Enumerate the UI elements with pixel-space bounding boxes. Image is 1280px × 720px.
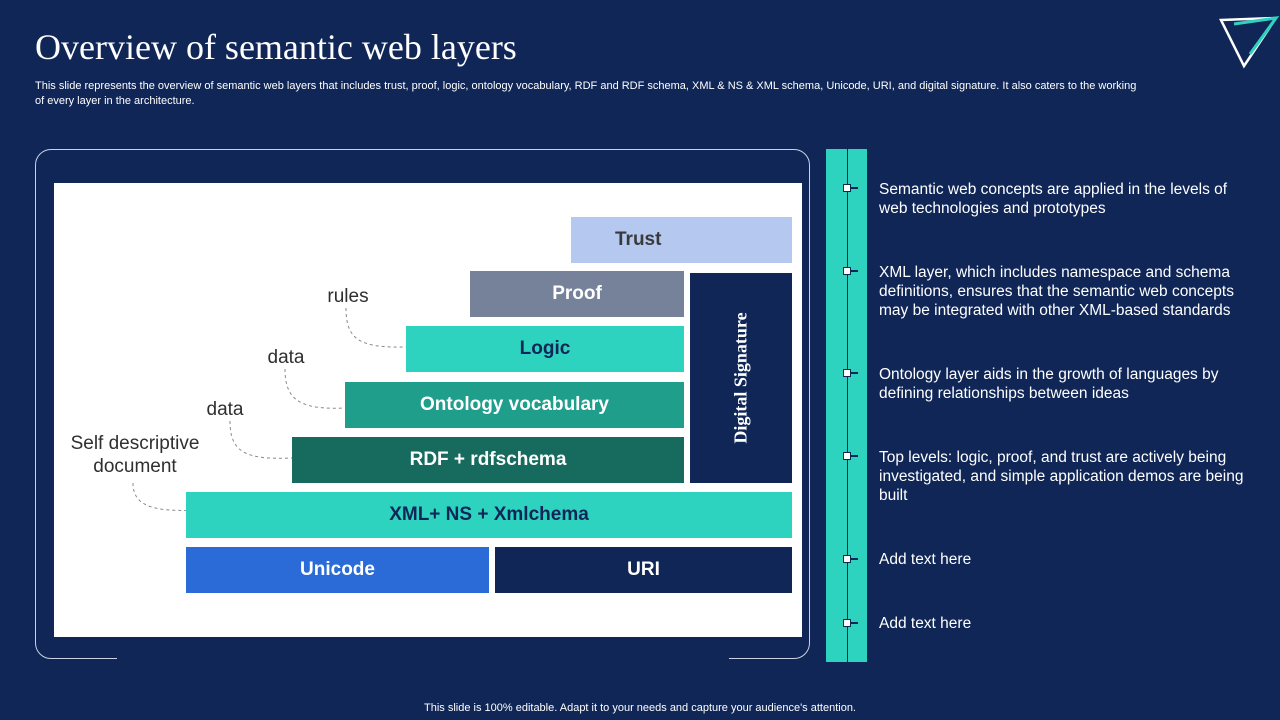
layer-trust: Trust	[571, 217, 792, 263]
layer-unicode-label: Unicode	[300, 559, 375, 580]
bullet-marker	[843, 619, 851, 627]
layer-rdf-label: RDF + rdfschema	[409, 449, 567, 470]
layer-ontology-label: Ontology vocabulary	[420, 394, 609, 415]
timeline-rail	[826, 149, 867, 662]
annotation-data-lower: data	[206, 399, 244, 420]
annotation-data-upper: data	[267, 347, 305, 368]
bullet-marker	[843, 555, 851, 563]
bullet-tick	[851, 558, 858, 560]
bullet-marker	[843, 184, 851, 192]
bullet-marker	[843, 452, 851, 460]
layer-uri-label: URI	[627, 559, 660, 580]
layer-digital-signature: Digital Signature	[690, 273, 792, 483]
frame-gap	[117, 655, 729, 663]
layer-ontology: Ontology vocabulary	[345, 382, 684, 428]
annotation-rules: rules	[327, 286, 369, 307]
bullet-marker	[843, 369, 851, 377]
layer-logic-label: Logic	[519, 338, 571, 359]
slide-footer: This slide is 100% editable. Adapt it to…	[424, 702, 856, 714]
bullet-tick	[851, 622, 858, 624]
paper-plane-logo-icon	[1219, 16, 1280, 69]
layer-xml: XML+ NS + Xmlchema	[186, 492, 792, 538]
bullet-tick	[851, 372, 858, 374]
bullet-text-5: Add text here	[879, 551, 972, 568]
layer-unicode: Unicode	[186, 547, 489, 593]
bullet-text-2: XML layer, which includes namespace and …	[879, 264, 1234, 319]
layer-trust-label: Trust	[615, 229, 662, 250]
bullet-marker	[843, 267, 851, 275]
bullet-text-1: Semantic web concepts are applied in the…	[879, 181, 1228, 217]
bullet-text-4: Top levels: logic, proof, and trust are …	[879, 449, 1244, 504]
bullet-tick	[851, 187, 858, 189]
timeline-line	[847, 149, 848, 662]
layer-uri: URI	[495, 547, 792, 593]
bullet-text-3: Ontology layer aids in the growth of lan…	[879, 366, 1219, 402]
layer-logic: Logic	[406, 326, 684, 372]
annotation-self-descriptive: Self descriptive document	[70, 433, 200, 477]
slide-subtitle: This slide represents the overview of se…	[35, 80, 1137, 107]
bullet-text-6: Add text here	[879, 615, 972, 632]
slide-title: Overview of semantic web layers	[35, 27, 517, 67]
digital-signature-label: Digital Signature	[730, 312, 751, 444]
layer-xml-label: XML+ NS + Xmlchema	[389, 504, 589, 525]
bullet-tick	[851, 455, 858, 457]
layer-proof-label: Proof	[552, 283, 602, 304]
layer-rdf: RDF + rdfschema	[292, 437, 684, 483]
bullet-tick	[851, 270, 858, 272]
layer-proof: Proof	[470, 271, 684, 317]
